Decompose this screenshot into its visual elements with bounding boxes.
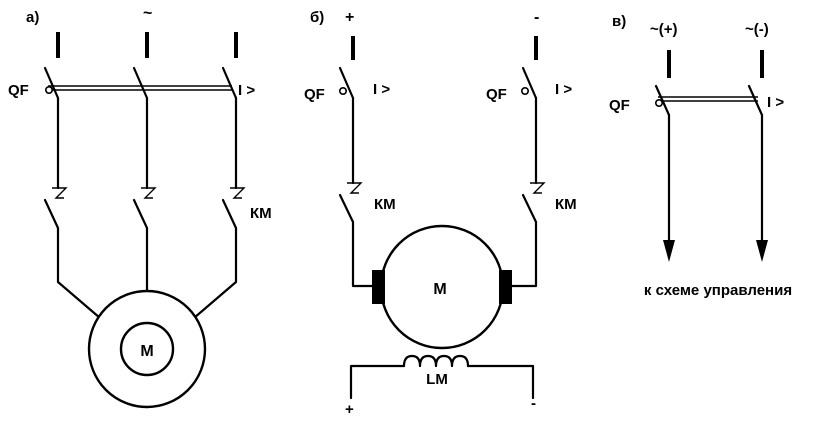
diagram-b-trip-right-label: I >	[555, 81, 572, 98]
diagram-a-breaker-label: QF	[8, 82, 29, 99]
brush-left-icon	[372, 270, 385, 304]
brush-right-icon	[499, 270, 512, 304]
diagram-c-supply-lines	[667, 50, 764, 78]
diagram-c-supply-left-label: ~(+)	[650, 21, 678, 38]
diagram-a: а) ~ QF I > КМ	[8, 5, 272, 409]
arrow-down-icon	[663, 240, 675, 262]
diagram-b-breaker-left-label: QF	[304, 86, 325, 103]
diagram-a-motor-label: М	[140, 343, 153, 360]
diagram-b-label: б)	[310, 9, 324, 26]
diagram-b-contactor-left-label: КМ	[374, 196, 396, 213]
diagram-a-contactor-km	[43, 187, 246, 230]
diagram-a-motor-leads	[56, 226, 238, 320]
diagram-b-field-minus-label: -	[531, 395, 536, 412]
diagram-b-breakers	[338, 66, 538, 100]
diagram-b-motor-label: М	[433, 281, 446, 298]
diagram-b-motor: М	[372, 224, 512, 350]
diagram-a-contactor-label: КМ	[250, 205, 272, 222]
diagram-c-breaker-label: QF	[609, 97, 630, 114]
diagram-b-supply-lines	[351, 36, 538, 60]
diagram-b-trip-left-label: I >	[373, 81, 390, 98]
diagram-b-minus-label: -	[534, 9, 539, 26]
diagram-a-supply-label: ~	[143, 5, 152, 22]
diagram-b-contactors	[338, 182, 546, 224]
diagram-c: в) ~(+) ~(-) QF I > к схеме управления	[609, 13, 792, 299]
diagram-b-breaker-right-label: QF	[486, 86, 507, 103]
diagram-c-supply-right-label: ~(-)	[745, 21, 769, 38]
diagram-a-trip-label: I >	[238, 82, 255, 99]
diagram-a-motor: М	[87, 289, 207, 409]
diagram-c-trip-label: I >	[767, 94, 784, 111]
diagram-a-conductors	[56, 96, 238, 190]
diagram-b-field-label: LM	[426, 371, 448, 388]
diagram-c-breaker-qf	[654, 84, 764, 117]
diagram-c-output-arrows	[663, 113, 768, 262]
diagram-b-plus-label: +	[345, 9, 354, 26]
diagram-c-output-label: к схеме управления	[644, 282, 792, 299]
diagram-b-armature-leads	[351, 220, 538, 288]
diagram-b-field-plus-label: +	[345, 401, 354, 418]
diagram-c-label: в)	[612, 13, 626, 30]
diagram-b: б) + - QF I > QF I > КМ КМ	[304, 9, 577, 418]
diagram-a-label: а)	[26, 9, 39, 26]
diagram-b-conductors	[351, 96, 538, 185]
diagram-a-breaker-qf	[43, 66, 238, 100]
arrow-down-icon	[756, 240, 768, 262]
diagram-a-supply-lines	[56, 32, 238, 58]
diagram-b-contactor-right-label: КМ	[555, 196, 577, 213]
diagram-b-field-winding: LM + -	[345, 354, 536, 418]
